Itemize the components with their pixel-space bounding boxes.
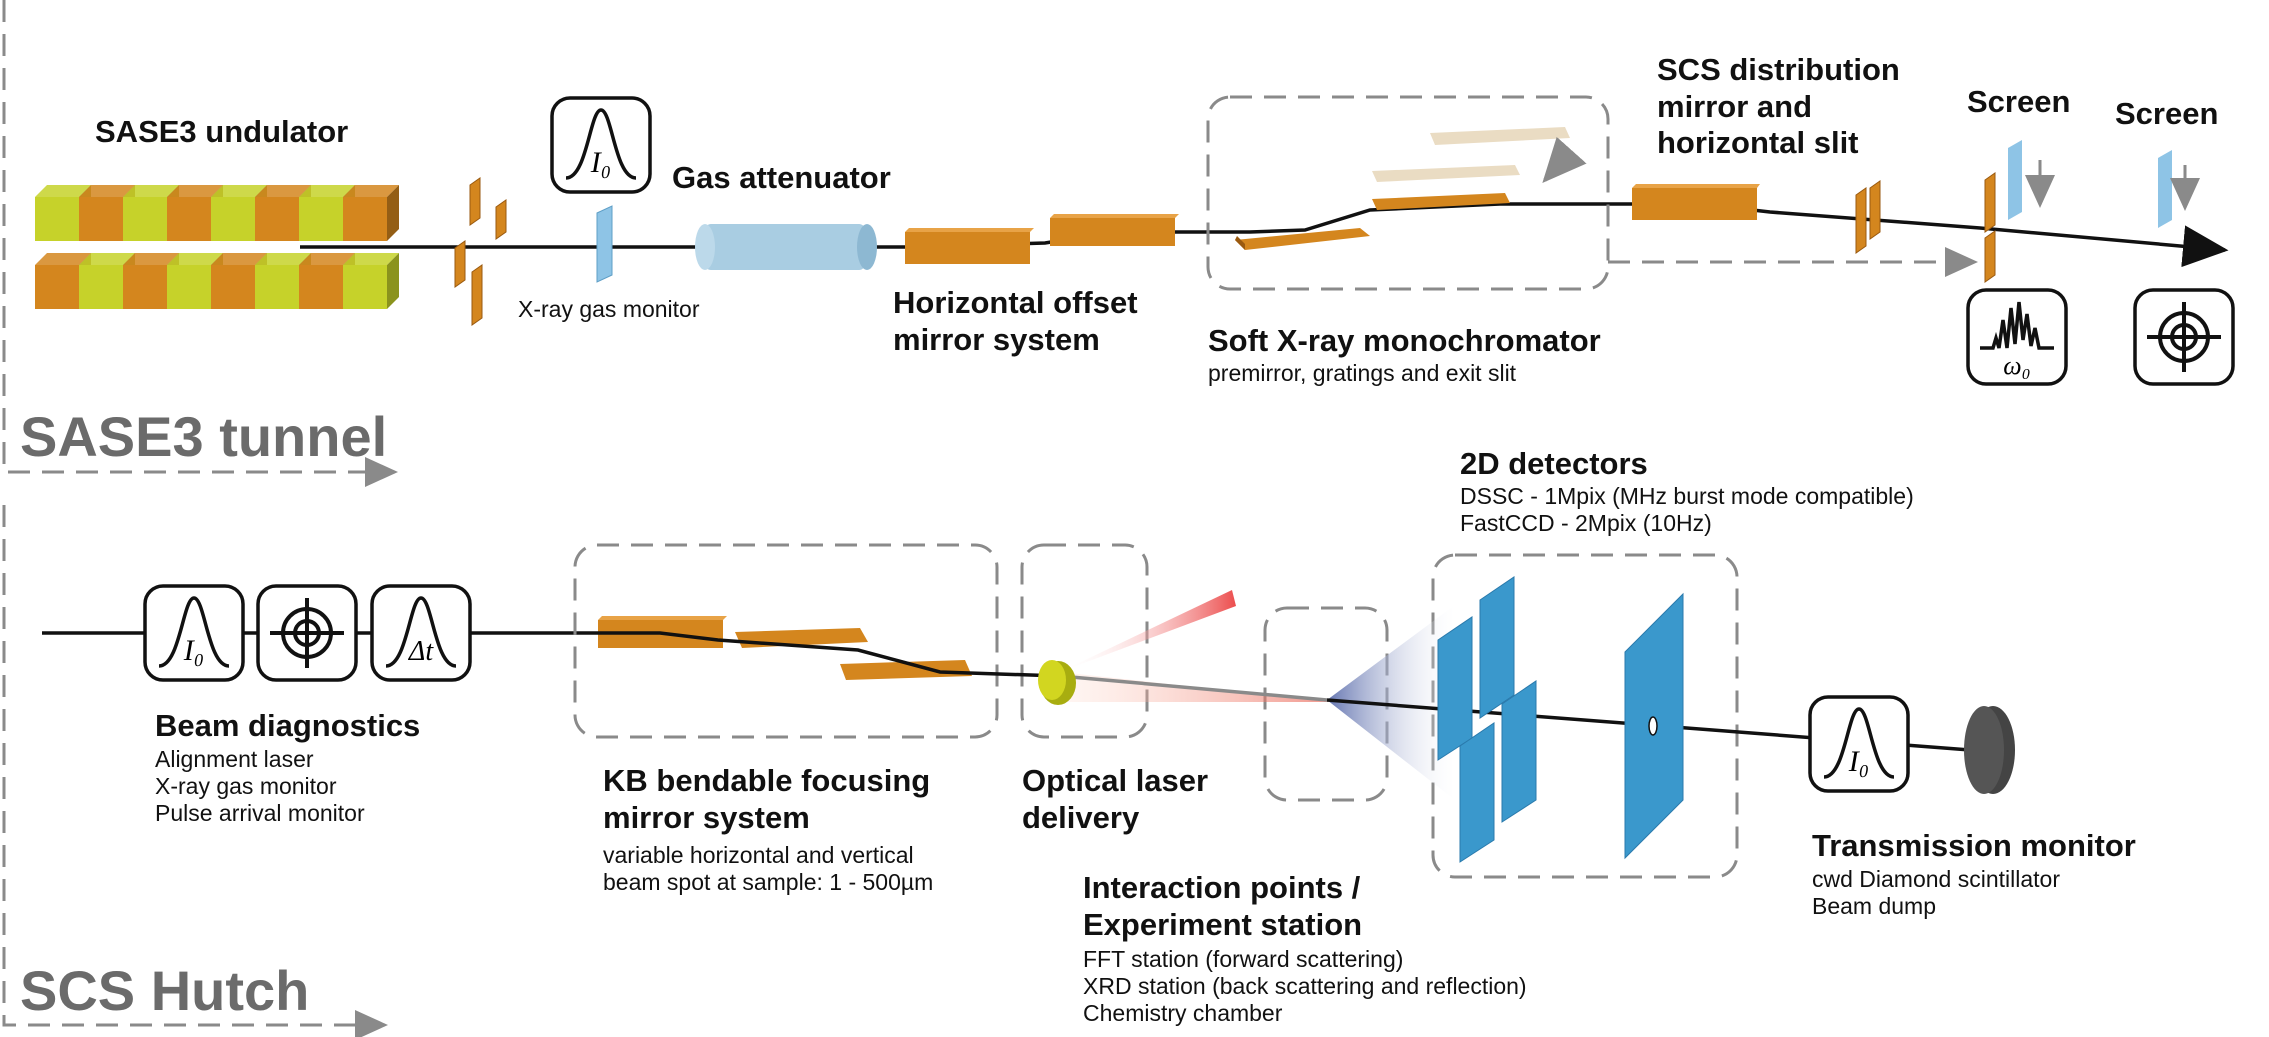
undulator-label: SASE3 undulator xyxy=(95,114,349,149)
hutch-area-label: SCS Hutch xyxy=(20,959,310,1022)
hutch-beam-grey xyxy=(1059,674,1328,702)
delta-t-icon: Δt xyxy=(370,584,472,682)
i0-symbol: I₀ xyxy=(1848,745,1869,778)
i0-gaussian-icon: I₀ xyxy=(1808,695,1910,793)
screen-1 xyxy=(2008,140,2022,220)
distribution-mirror xyxy=(1632,184,1760,220)
xgm-label: X-ray gas monitor xyxy=(518,296,700,322)
interaction-items: FFT station (forward scattering)XRD stat… xyxy=(1083,946,1527,1027)
dssc-detector xyxy=(1437,576,1537,863)
gas-attenuator xyxy=(695,224,877,270)
scatter-cone xyxy=(1327,605,1455,800)
optical-laser-mirror xyxy=(1038,660,1076,705)
tunnel-area-frame xyxy=(2,0,398,487)
transmission-label: Transmission monitor xyxy=(1812,828,2136,863)
screen-1-slits xyxy=(1984,172,1996,283)
screen-2 xyxy=(2158,150,2172,228)
tunnel-beam xyxy=(300,202,2229,268)
interaction-label: Interaction points /Experiment station xyxy=(1083,870,1363,942)
i0-gaussian-icon: I₀ xyxy=(550,96,652,194)
beam-dump xyxy=(1964,706,2015,794)
crosshair-icon xyxy=(2133,288,2235,386)
mono-box xyxy=(1206,95,1610,291)
delta-t-symbol: Δt xyxy=(408,636,434,667)
mono-label: Soft X-ray monochromator xyxy=(1208,323,1601,358)
mono-gratings xyxy=(1372,127,1570,210)
horizontal-slit xyxy=(1855,180,1881,254)
hutch-area-frame xyxy=(2,505,388,1037)
omega-symbol: ω₀ xyxy=(2003,351,2030,380)
undulator-magnet-block xyxy=(343,185,399,241)
mono-premirror xyxy=(1235,228,1370,250)
kb-box xyxy=(573,543,999,739)
kb-mirror-3 xyxy=(840,660,972,680)
optical-laser-box xyxy=(1020,543,1149,739)
detectors-items: DSSC - 1Mpix (MHz burst mode compatible)… xyxy=(1460,483,1914,537)
screen-2-label: Screen xyxy=(2115,96,2219,131)
undulator-slit xyxy=(454,177,507,326)
offset-mirror-1 xyxy=(905,228,1034,264)
tunnel-area-label: SASE3 tunnel xyxy=(20,405,388,468)
mono-sub-label: premirror, gratings and exit slit xyxy=(1208,360,1517,386)
grating-move-arrow xyxy=(1542,136,1587,183)
laser-beam-up xyxy=(1060,590,1236,672)
hutch-beam xyxy=(598,631,1061,678)
detectors-label: 2D detectors xyxy=(1460,446,1648,481)
i0-gaussian-icon: I₀ xyxy=(143,584,245,682)
screen-1-label: Screen xyxy=(1967,84,2071,119)
spectrum-icon: ω₀ xyxy=(1966,288,2068,386)
beam-diag-label: Beam diagnostics xyxy=(155,708,421,743)
xgm-screen xyxy=(596,205,613,283)
offset-mirror-2 xyxy=(1050,214,1179,246)
undulator-magnet-block xyxy=(123,253,179,309)
undulator-magnet-block xyxy=(343,253,399,309)
i0-symbol: I₀ xyxy=(183,634,204,667)
i0-symbol: I₀ xyxy=(590,146,611,179)
undulator xyxy=(35,185,399,309)
fastccd-hole xyxy=(1648,716,1658,736)
gas-attenuator-label: Gas attenuator xyxy=(672,160,891,195)
crosshair-icon xyxy=(256,584,358,682)
